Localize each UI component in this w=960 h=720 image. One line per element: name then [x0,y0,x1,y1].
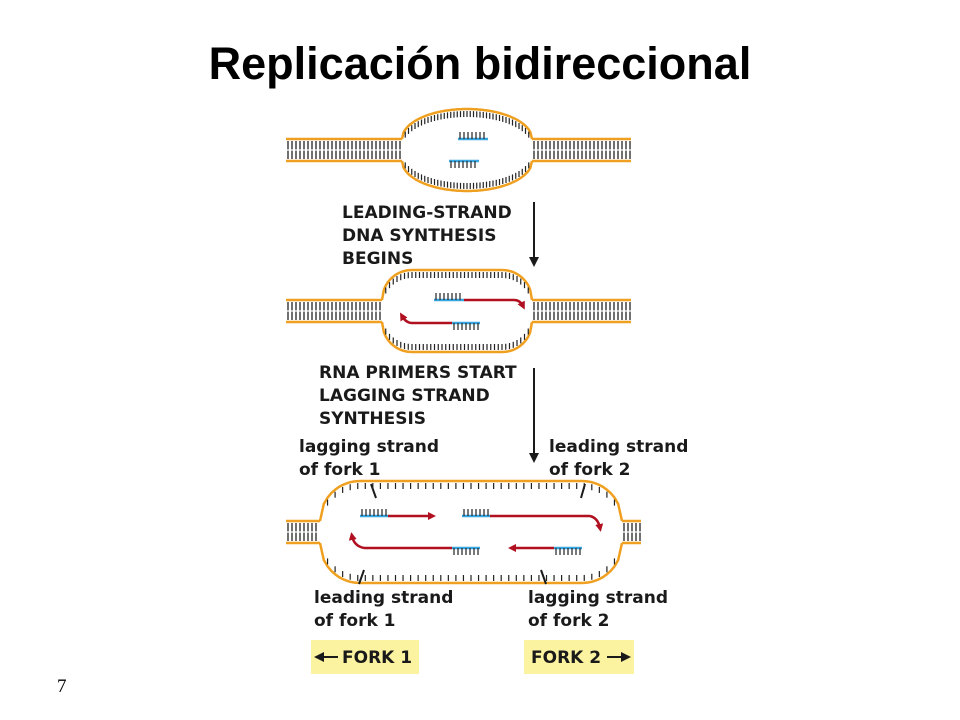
rna-primer [449,159,479,168]
svg-text:RNA PRIMERS START: RNA PRIMERS START [319,363,517,383]
step-label-leading-synthesis: LEADING-STRAND DNA SYNTHESIS BEGINS [342,203,512,269]
new-leading-strand-curve [513,298,525,310]
fork-1-box: FORK 1 [311,640,419,674]
step-label-lagging-synthesis: RNA PRIMERS START LAGGING STRAND SYNTHES… [319,363,517,429]
rna-primer [458,132,488,141]
slide-title: Replicación bidireccional [208,38,752,89]
dna-bubble-leading-synthesis [286,268,631,354]
new-leading-strand-curve [400,312,413,325]
svg-text:BEGINS: BEGINS [342,249,413,269]
svg-text:SYNTHESIS: SYNTHESIS [319,409,426,429]
svg-text:lagging strand: lagging strand [528,588,668,608]
svg-text:of fork 1: of fork 1 [314,611,396,631]
svg-text:FORK 1: FORK 1 [342,648,412,668]
svg-text:leading strand: leading strand [549,437,688,457]
new-strand-curve [589,514,604,532]
svg-text:of fork 1: of fork 1 [299,460,381,480]
svg-text:DNA SYNTHESIS: DNA SYNTHESIS [342,226,496,246]
rna-primer [360,509,388,518]
dna-bubble-initial [286,107,631,193]
svg-text:of fork 2: of fork 2 [528,611,610,631]
svg-text:leading strand: leading strand [314,588,453,608]
page-number: 7 [57,676,67,697]
new-strand-curve [348,532,365,550]
svg-text:LEADING-STRAND: LEADING-STRAND [342,203,512,223]
label-lagging-strand-fork-1: lagging strand of fork 1 [299,437,439,499]
svg-text:of fork 2: of fork 2 [549,460,631,480]
svg-text:LAGGING STRAND: LAGGING STRAND [319,386,490,406]
rna-primer [452,321,480,330]
label-lagging-strand-fork-2: lagging strand of fork 2 [528,569,668,631]
rna-primer [434,293,464,302]
rna-primer [462,509,490,518]
rna-primer [554,546,582,555]
rna-primer [452,546,480,555]
svg-text:lagging strand: lagging strand [299,437,439,457]
fork-2-box: FORK 2 [524,640,634,674]
dna-bubble-bidirectional [286,479,641,585]
label-leading-strand-fork-1: leading strand of fork 1 [314,569,453,631]
svg-text:FORK 2: FORK 2 [531,648,601,668]
label-leading-strand-fork-2: leading strand of fork 2 [549,437,688,499]
